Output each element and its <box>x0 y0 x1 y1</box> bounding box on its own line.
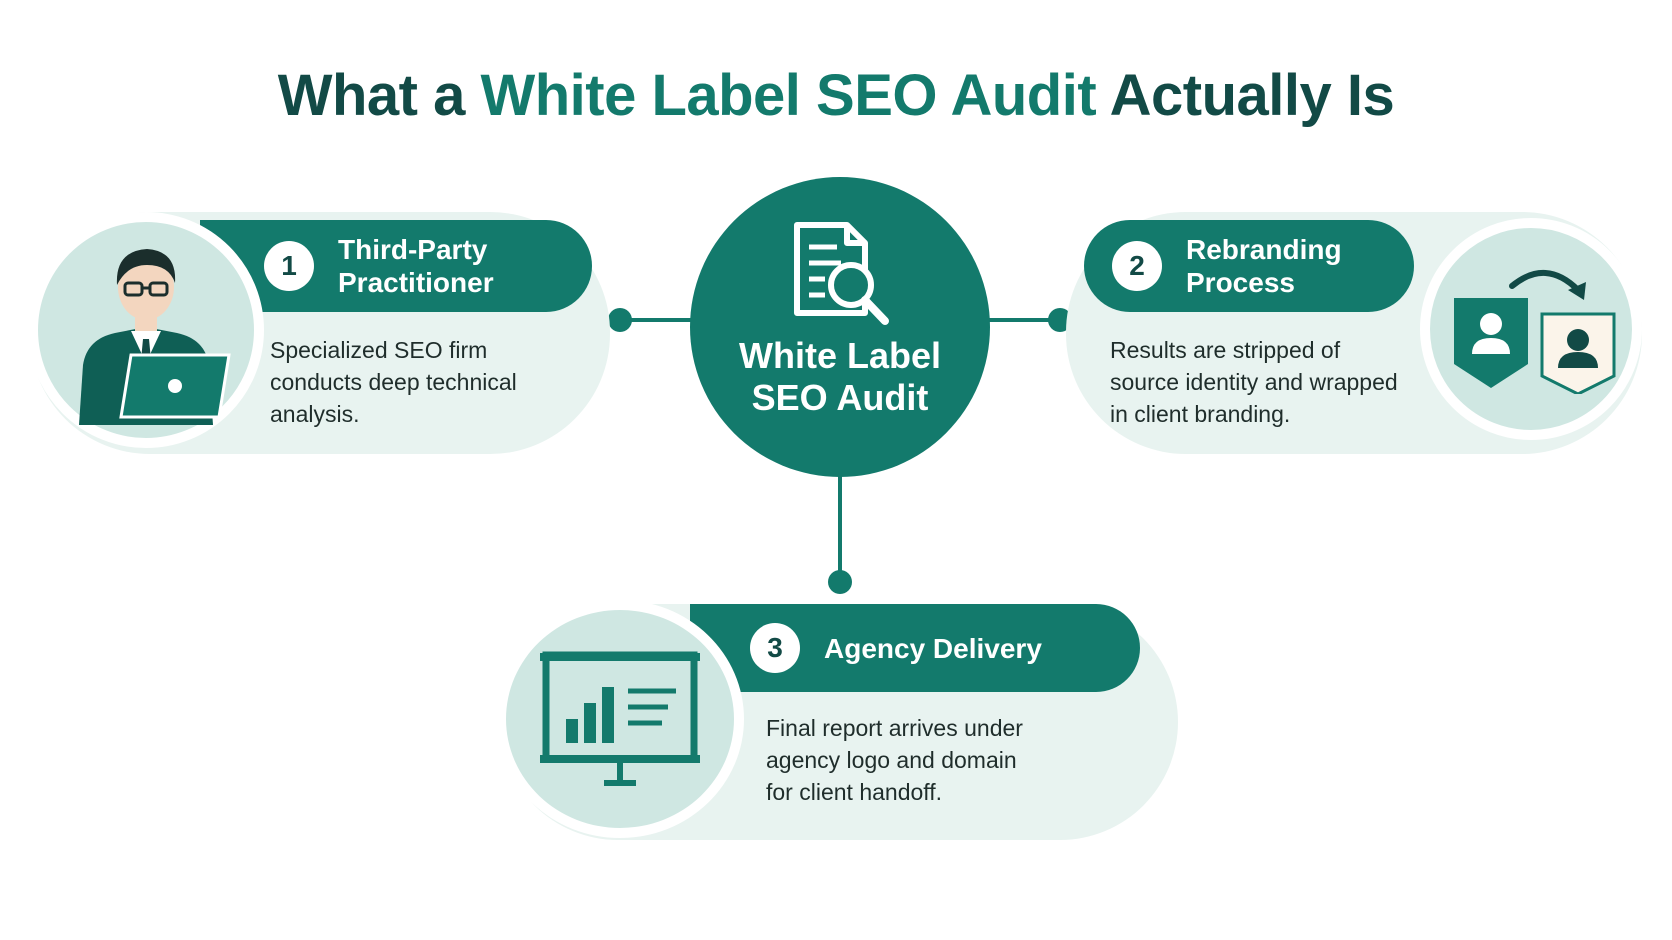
step-description-1-line-2: conducts deep technical <box>270 369 517 395</box>
step-description-2-line-2: source identity and wrapped <box>1110 369 1398 395</box>
step-title-2-line-1: Rebranding <box>1186 234 1342 265</box>
step-number-3: 3 <box>750 623 800 673</box>
step-description-3-line-1: Final report arrives under <box>766 715 1023 741</box>
step-description-2-line-1: Results are stripped of <box>1110 337 1341 363</box>
step-description-2-line-3: in client branding. <box>1110 401 1291 427</box>
step-number-2: 2 <box>1112 241 1162 291</box>
hub-label: White Label SEO Audit <box>739 335 941 419</box>
step-number-1: 1 <box>264 241 314 291</box>
rebrand-swap-icon <box>1454 270 1616 394</box>
step-card-3-icon-circle <box>496 600 744 838</box>
page-title: What a White Label SEO Audit Actually Is <box>0 62 1672 129</box>
document-search-icon <box>794 222 889 325</box>
step-title-3-line-1: Agency Delivery <box>824 632 1042 664</box>
step-description-3-line-2: agency logo and domain <box>766 747 1017 773</box>
practitioner-laptop-icon <box>79 249 231 425</box>
step-title-2-line-2: Process <box>1186 267 1295 298</box>
presentation-chart-icon <box>540 651 700 786</box>
hub-label-line-2: SEO Audit <box>751 377 929 418</box>
title-part-2: Actually Is <box>1096 63 1395 128</box>
step-description-1: Specialized SEO firm conducts deep techn… <box>270 334 590 430</box>
step-card-1-icon-circle <box>28 212 264 448</box>
step-title-1: Third-Party Practitioner <box>338 233 494 299</box>
step-description-3-line-3: for client handoff. <box>766 779 943 805</box>
title-part-1: What a <box>277 63 481 128</box>
step-title-1-line-1: Third-Party <box>338 234 488 265</box>
step-card-2-header: 2 Rebranding Process <box>1084 220 1414 312</box>
center-hub: White Label SEO Audit <box>690 177 990 477</box>
hub-label-line-1: White Label <box>738 335 941 376</box>
step-card-1-header: 1 Third-Party Practitioner <box>200 220 592 312</box>
step-card-2-icon-circle <box>1420 218 1642 440</box>
title-highlight: White Label SEO Audit <box>480 63 1097 128</box>
step-title-3: Agency Delivery <box>824 632 1042 665</box>
step-description-1-line-1: Specialized SEO firm <box>270 337 488 363</box>
step-description-1-line-3: analysis. <box>270 401 360 427</box>
step-description-3: Final report arrives under agency logo a… <box>766 712 1086 808</box>
step-title-2: Rebranding Process <box>1186 233 1342 299</box>
step-card-3-header: 3 Agency Delivery <box>690 604 1140 692</box>
connector-left-dot <box>608 308 632 332</box>
step-description-2: Results are stripped of source identity … <box>1110 334 1430 430</box>
step-title-1-line-2: Practitioner <box>338 267 494 298</box>
connector-bottom-dot <box>828 570 852 594</box>
